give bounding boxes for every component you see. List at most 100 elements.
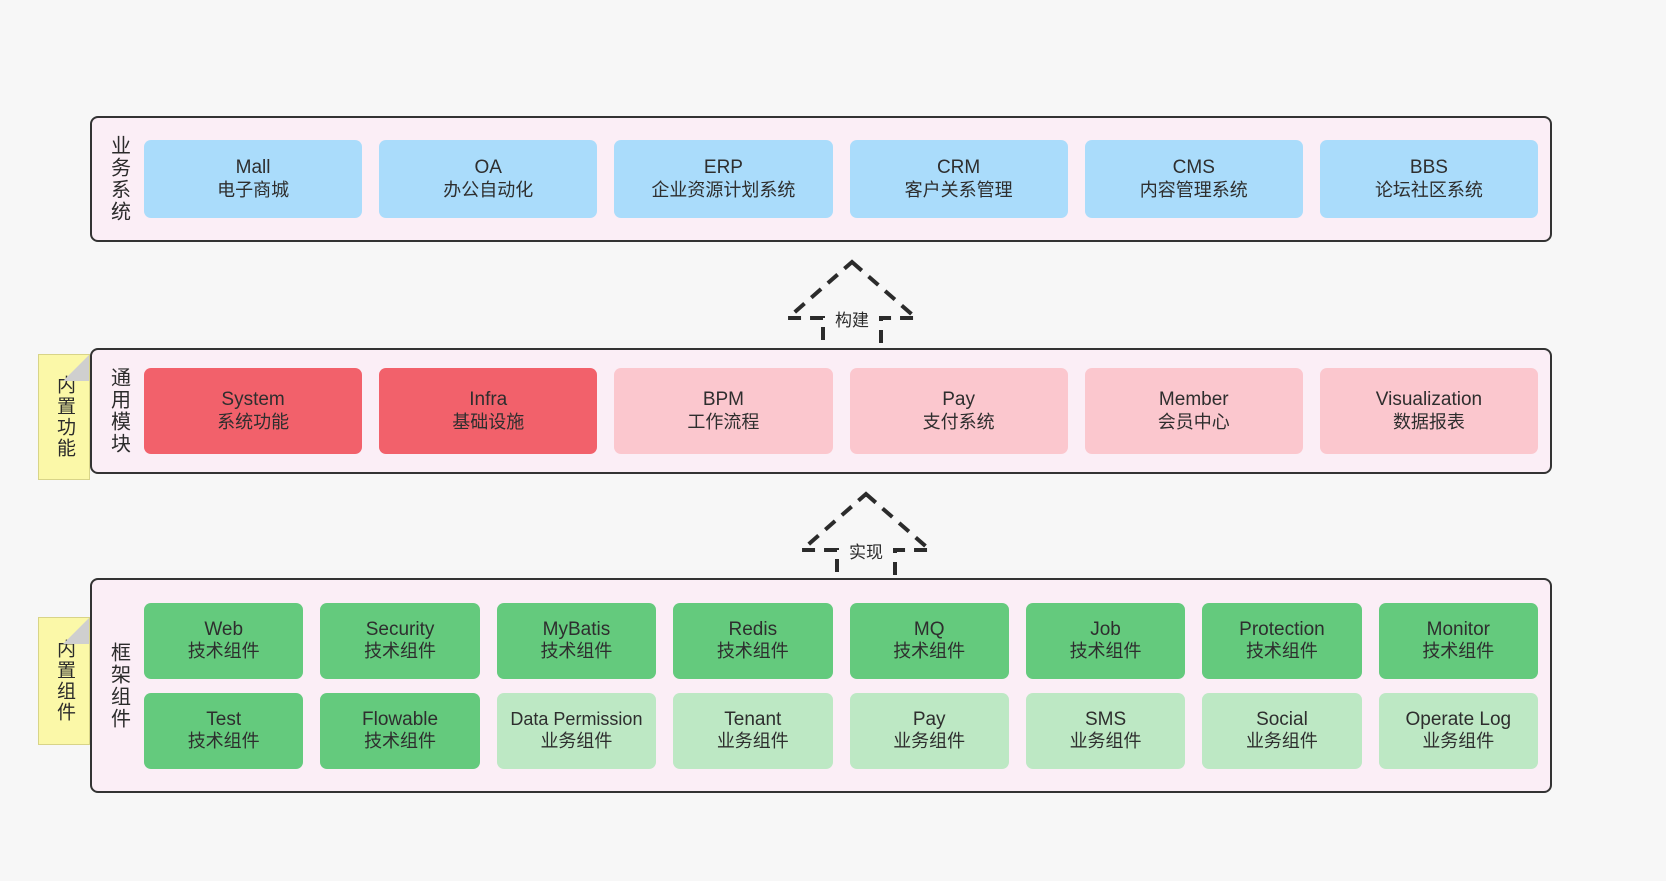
node-title: Mall xyxy=(235,157,271,179)
node-subtitle: 技术组件 xyxy=(187,731,260,752)
node-monitor[interactable]: Monitor 技术组件 xyxy=(1378,602,1538,679)
layer-framework-components: 框架组件 Web 技术组件 Security 技术组件 MyBatis 技术组件… xyxy=(90,578,1552,793)
node-erp[interactable]: ERP 企业资源计划系统 xyxy=(614,140,833,218)
node-subtitle: 业务组件 xyxy=(1245,731,1318,752)
node-title: Test xyxy=(206,708,242,730)
layer-business-systems: 业务系统 Mall 电子商城 OA 办公自动化 ERP 企业资源计划系统 CRM… xyxy=(90,116,1552,242)
node-security[interactable]: Security 技术组件 xyxy=(320,602,480,679)
node-title: CMS xyxy=(1172,157,1215,179)
node-crm[interactable]: CRM 客户关系管理 xyxy=(849,140,1068,218)
layer-common-modules: 通用模块 System 系统功能 Infra 基础设施 BPM 工作流程 Pay… xyxy=(90,348,1552,474)
node-sms[interactable]: SMS 业务组件 xyxy=(1025,692,1186,769)
node-title: MyBatis xyxy=(542,618,611,640)
node-subtitle: 工作流程 xyxy=(687,411,760,432)
node-row: Mall 电子商城 OA 办公自动化 ERP 企业资源计划系统 CRM 客户关系… xyxy=(144,140,1539,218)
node-subtitle: 技术组件 xyxy=(187,641,260,662)
node-row: System 系统功能 Infra 基础设施 BPM 工作流程 Pay 支付系统… xyxy=(144,368,1539,454)
node-subtitle: 电子商城 xyxy=(217,179,290,200)
node-title: ERP xyxy=(703,157,743,179)
node-pay[interactable]: Pay 支付系统 xyxy=(849,368,1068,454)
node-title: Security xyxy=(365,618,435,640)
layer-body-common-modules: System 系统功能 Infra 基础设施 BPM 工作流程 Pay 支付系统… xyxy=(144,350,1550,472)
node-pay-component[interactable]: Pay 业务组件 xyxy=(849,692,1009,769)
node-title: Tenant xyxy=(724,708,782,730)
node-subtitle: 业务组件 xyxy=(1422,731,1495,752)
node-subtitle: 技术组件 xyxy=(1069,641,1142,662)
node-infra[interactable]: Infra 基础设施 xyxy=(379,368,598,454)
node-operate-log[interactable]: Operate Log 业务组件 xyxy=(1378,692,1538,769)
node-subtitle: 技术组件 xyxy=(716,641,789,662)
node-job[interactable]: Job 技术组件 xyxy=(1025,602,1186,679)
node-redis[interactable]: Redis 技术组件 xyxy=(673,602,833,679)
layer-title-framework-components: 框架组件 xyxy=(107,641,130,730)
node-subtitle: 支付系统 xyxy=(922,411,995,432)
layer-body-business-systems: Mall 电子商城 OA 办公自动化 ERP 企业资源计划系统 CRM 客户关系… xyxy=(144,118,1550,240)
node-subtitle: 业务组件 xyxy=(716,731,789,752)
node-title: Operate Log xyxy=(1405,708,1512,730)
node-subtitle: 会员中心 xyxy=(1157,411,1230,432)
node-subtitle: 办公自动化 xyxy=(443,179,534,200)
node-visualization[interactable]: Visualization 数据报表 xyxy=(1319,368,1539,454)
node-bpm[interactable]: BPM 工作流程 xyxy=(614,368,833,454)
node-social[interactable]: Social 业务组件 xyxy=(1202,692,1362,769)
node-title: Pay xyxy=(942,389,975,411)
node-web[interactable]: Web 技术组件 xyxy=(144,602,304,679)
node-subtitle: 技术组件 xyxy=(1422,641,1495,662)
layer-title-common-modules: 通用模块 xyxy=(107,367,130,455)
node-row: Web 技术组件 Security 技术组件 MyBatis 技术组件 Redi… xyxy=(144,602,1538,679)
node-subtitle: 论坛社区系统 xyxy=(1374,179,1483,200)
node-subtitle: 技术组件 xyxy=(1245,641,1318,662)
node-title: Job xyxy=(1090,618,1121,640)
node-subtitle: 技术组件 xyxy=(364,731,437,752)
arrow-label-build: 构建 xyxy=(835,311,869,330)
node-row: Test 技术组件 Flowable 技术组件 Data Permission … xyxy=(144,692,1538,769)
node-tenant[interactable]: Tenant 业务组件 xyxy=(673,692,833,769)
arrow-build: 构建 xyxy=(777,258,927,353)
node-title: Web xyxy=(204,618,244,640)
node-subtitle: 技术组件 xyxy=(364,641,437,662)
node-test[interactable]: Test 技术组件 xyxy=(144,692,304,769)
node-title: Flowable xyxy=(362,708,439,730)
node-subtitle: 数据报表 xyxy=(1392,411,1465,432)
node-data-permission[interactable]: Data Permission 业务组件 xyxy=(496,692,657,769)
node-subtitle: 业务组件 xyxy=(540,730,613,751)
note-label: 内置组件 xyxy=(53,639,75,723)
node-title: SMS xyxy=(1084,708,1127,730)
note-builtin-components: 内置组件 xyxy=(38,617,90,745)
node-mall[interactable]: Mall 电子商城 xyxy=(144,140,363,218)
node-subtitle: 业务组件 xyxy=(1069,731,1142,752)
node-mq[interactable]: MQ 技术组件 xyxy=(849,602,1009,679)
node-subtitle: 基础设施 xyxy=(452,411,525,432)
node-mybatis[interactable]: MyBatis 技术组件 xyxy=(496,602,657,679)
node-protection[interactable]: Protection 技术组件 xyxy=(1202,602,1362,679)
arrow-implement: 实现 xyxy=(791,490,941,585)
layer-title-business-systems: 业务系统 xyxy=(107,135,130,223)
layer-body-framework-components: Web 技术组件 Security 技术组件 MyBatis 技术组件 Redi… xyxy=(144,580,1550,791)
node-title: Protection xyxy=(1239,618,1325,640)
arrow-label-implement: 实现 xyxy=(849,543,883,562)
node-subtitle: 内容管理系统 xyxy=(1139,179,1248,200)
node-oa[interactable]: OA 办公自动化 xyxy=(379,140,598,218)
node-title: CRM xyxy=(936,157,981,179)
node-bbs[interactable]: BBS 论坛社区系统 xyxy=(1319,140,1539,218)
node-subtitle: 客户关系管理 xyxy=(904,179,1013,200)
node-title: Social xyxy=(1256,708,1308,730)
note-builtin-features: 内置功能 xyxy=(38,354,90,480)
node-title: Redis xyxy=(728,618,778,640)
note-label: 内置功能 xyxy=(53,375,75,459)
node-flowable[interactable]: Flowable 技术组件 xyxy=(320,692,480,769)
node-title: Monitor xyxy=(1426,618,1490,640)
node-title: Pay xyxy=(912,708,946,730)
node-title: BBS xyxy=(1409,157,1448,179)
node-cms[interactable]: CMS 内容管理系统 xyxy=(1084,140,1303,218)
node-title: Data Permission xyxy=(510,708,643,729)
node-title: Infra xyxy=(469,389,508,411)
node-subtitle: 系统功能 xyxy=(217,411,290,432)
node-title: Member xyxy=(1158,389,1229,411)
node-system[interactable]: System 系统功能 xyxy=(144,368,363,454)
node-subtitle: 企业资源计划系统 xyxy=(651,179,796,200)
node-subtitle: 技术组件 xyxy=(893,641,966,662)
node-title: Visualization xyxy=(1375,389,1483,411)
node-member[interactable]: Member 会员中心 xyxy=(1084,368,1303,454)
